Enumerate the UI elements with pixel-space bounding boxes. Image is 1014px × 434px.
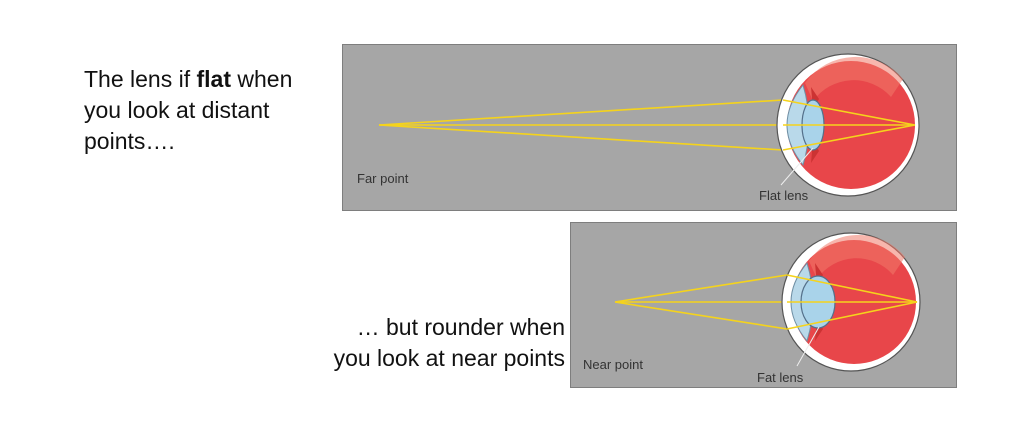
caption-distant-line-1: The lens if flat when xyxy=(84,64,354,95)
far-refracted-rays xyxy=(782,99,916,151)
caption-emphasis: flat xyxy=(196,66,232,92)
caption-distant-line-3: points…. xyxy=(84,128,175,154)
caption-near-line-1: … but rounder when xyxy=(356,314,565,340)
near-point-panel: Near point Fat lens xyxy=(570,222,957,388)
refracted-ray-top xyxy=(782,99,916,126)
ray-top xyxy=(614,274,788,303)
caption-text: when xyxy=(231,66,293,92)
caption-near-line-2: you look at near points xyxy=(333,345,565,371)
far-point-label: Far point xyxy=(357,171,409,186)
refracted-ray-top xyxy=(786,274,918,303)
caption-distant: The lens if flat when you look at distan… xyxy=(84,64,354,157)
ray-bottom xyxy=(614,301,788,330)
flat-lens-label: Flat lens xyxy=(759,188,809,203)
interior-highlight xyxy=(805,56,903,101)
interior-highlight xyxy=(809,234,905,279)
near-point-eye-diagram xyxy=(614,232,921,372)
lens-leader-line xyxy=(796,326,820,367)
fat-lens-label: Fat lens xyxy=(757,370,804,385)
far-point-eye-diagram xyxy=(378,53,920,197)
refracted-ray-bottom xyxy=(786,301,918,330)
far-point-panel: Far point Flat lens xyxy=(342,44,957,211)
near-refracted-rays xyxy=(786,274,918,330)
refracted-ray-bottom xyxy=(782,124,916,151)
caption-distant-line-2: you look at distant xyxy=(84,97,270,123)
near-point-label: Near point xyxy=(583,357,643,372)
ray-top xyxy=(378,99,784,126)
caption-text: The lens if xyxy=(84,66,197,92)
caption-near: … but rounder when you look at near poin… xyxy=(280,312,565,374)
far-incoming-rays xyxy=(378,99,784,151)
lens-leader-line xyxy=(780,147,814,186)
ray-bottom xyxy=(378,124,784,151)
near-incoming-rays xyxy=(614,274,788,330)
